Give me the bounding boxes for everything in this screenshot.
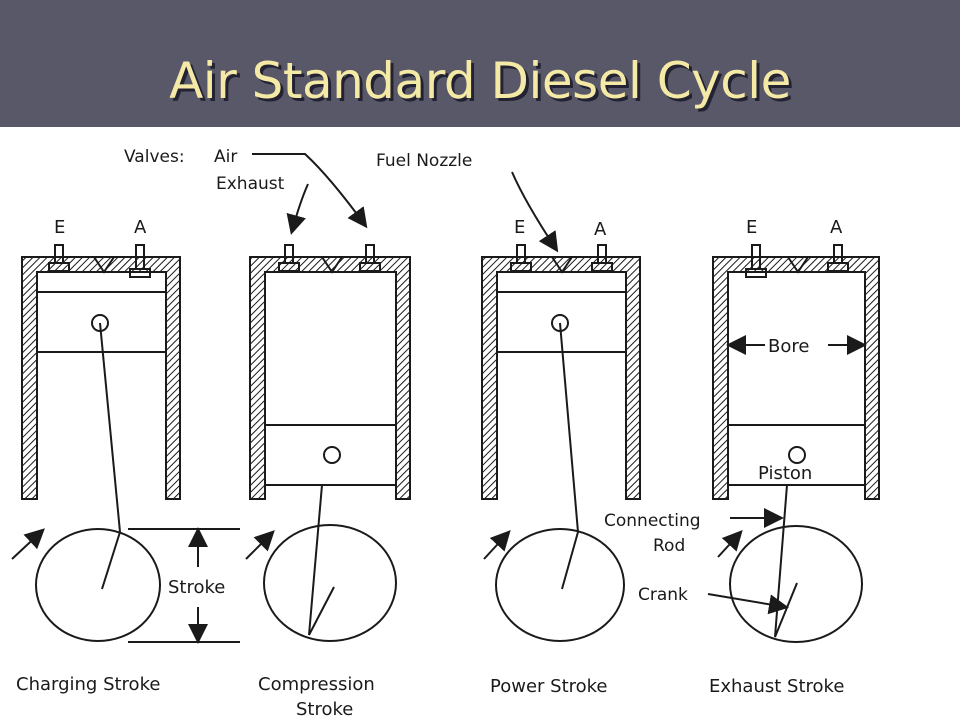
cylinder-wall xyxy=(249,256,411,500)
rotation-arrow xyxy=(483,530,511,560)
engine-charging: E A Stroke Charging Stroke xyxy=(11,217,240,695)
fuel-nozzle xyxy=(320,256,344,274)
stroke-name-power: Power Stroke xyxy=(490,676,608,697)
crank-pointer xyxy=(707,593,789,615)
exhaust-valve-label: E xyxy=(54,217,65,238)
valves-label: Valves: xyxy=(124,147,185,167)
stroke-name-compression-2: Stroke xyxy=(296,699,353,720)
cylinder-wall xyxy=(712,256,880,500)
title-bar: Air Standard Diesel Cycle xyxy=(0,0,960,127)
stroke-name-charging: Charging Stroke xyxy=(16,674,160,695)
crank-label: Crank xyxy=(638,585,688,605)
exhaust-valve-label: E xyxy=(746,217,757,238)
piston xyxy=(36,291,167,353)
valve-exhaust-label: Exhaust xyxy=(216,174,285,194)
air-valve-label: A xyxy=(830,217,843,238)
exhaust-valve-pointer xyxy=(286,183,309,235)
crank-arm xyxy=(101,531,121,590)
connecting-label: Connecting xyxy=(604,511,701,531)
fuel-nozzle xyxy=(786,256,810,274)
exhaust-valve-label: E xyxy=(514,217,525,238)
fuel-nozzle-callout: Fuel Nozzle xyxy=(376,151,559,253)
crank-arm xyxy=(561,531,579,590)
crank-circle xyxy=(263,524,397,642)
rod-label: Rod xyxy=(653,536,685,556)
stroke-name-compression: Compression xyxy=(258,674,375,695)
connecting-rod xyxy=(308,484,323,636)
bore-label: Bore xyxy=(768,336,809,357)
cylinder-wall xyxy=(21,256,181,500)
rotation-arrow xyxy=(245,530,275,560)
air-valve-label: A xyxy=(594,219,607,240)
fuel-nozzle xyxy=(550,256,574,274)
part-callouts: Connecting Rod Crank xyxy=(604,508,789,615)
fuel-nozzle xyxy=(92,256,116,274)
air-valve-label: A xyxy=(134,217,147,238)
engine-exhaust: E A Bore Piston Exhaust Stroke xyxy=(709,217,880,697)
stroke-label: Stroke xyxy=(168,577,225,598)
crank-circle xyxy=(495,528,625,642)
valve-air-label: Air xyxy=(214,147,237,167)
crank-arm xyxy=(308,586,335,636)
connecting-rod xyxy=(99,322,121,533)
connecting-rod xyxy=(559,322,579,533)
slide-title: Air Standard Diesel Cycle xyxy=(169,52,791,110)
piston-label: Piston xyxy=(758,463,812,484)
rotation-arrow xyxy=(11,528,45,560)
air-valve-pointer xyxy=(252,153,368,229)
fuel-nozzle-label: Fuel Nozzle xyxy=(376,151,472,171)
engine-compression: Compression Stroke xyxy=(245,244,411,720)
valves-callout: Valves: Air Exhaust xyxy=(124,147,368,235)
piston xyxy=(727,424,866,486)
diesel-cycle-diagram: E A Stroke Charging Stroke Valves: Air E… xyxy=(11,147,880,720)
rotation-arrow xyxy=(717,530,743,558)
fuel-nozzle-pointer xyxy=(511,171,559,253)
engine-power: E A Power Stroke xyxy=(481,217,641,697)
cylinder-wall xyxy=(481,256,641,500)
stroke-name-exhaust: Exhaust Stroke xyxy=(709,676,844,697)
piston xyxy=(264,424,397,486)
crank-circle xyxy=(35,528,161,642)
crank-circle xyxy=(729,525,863,643)
